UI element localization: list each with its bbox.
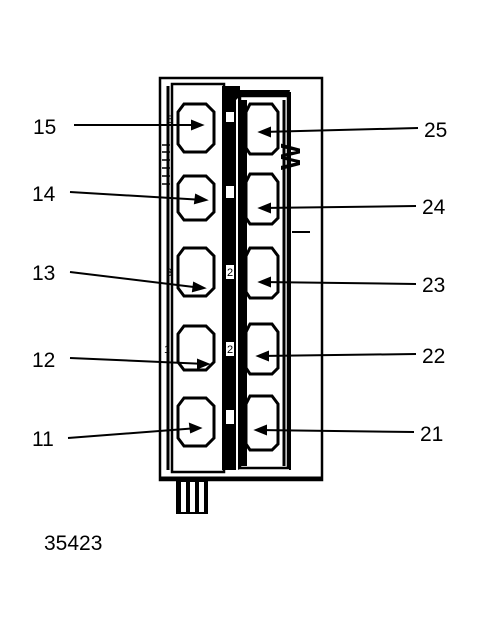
callout-12: 12 [32,349,55,372]
bottom-connector [176,478,208,514]
relay-22 [244,322,280,376]
relay-25 [244,102,280,156]
relay-11 [176,396,216,448]
callout-24: 24 [422,196,446,219]
figure-number: 35423 [44,532,103,555]
relay-23 [244,246,280,300]
callout-25: 25 [424,119,447,142]
callout-13: 13 [32,262,55,285]
relay-12 [176,324,216,372]
panel-w-marking: W [275,143,306,170]
mark-digit: 8 [167,114,173,126]
mark-digit: 2 [227,267,233,279]
callout-21: 21 [420,423,443,446]
relay-13 [176,246,216,298]
callout-22: 22 [422,345,445,368]
callout-14: 14 [32,183,56,206]
callout-15: 15 [33,116,56,139]
mark-digit: 2 [227,344,233,356]
mark-digit: 1 [164,344,170,356]
mark-digit: 3 [166,267,172,279]
mark-digit: 5 [227,126,233,138]
relay-24 [244,172,280,226]
callout-23: 23 [422,274,445,297]
relay-21 [244,394,280,452]
callout-11: 11 [32,428,54,451]
edge-ticks [162,144,170,185]
